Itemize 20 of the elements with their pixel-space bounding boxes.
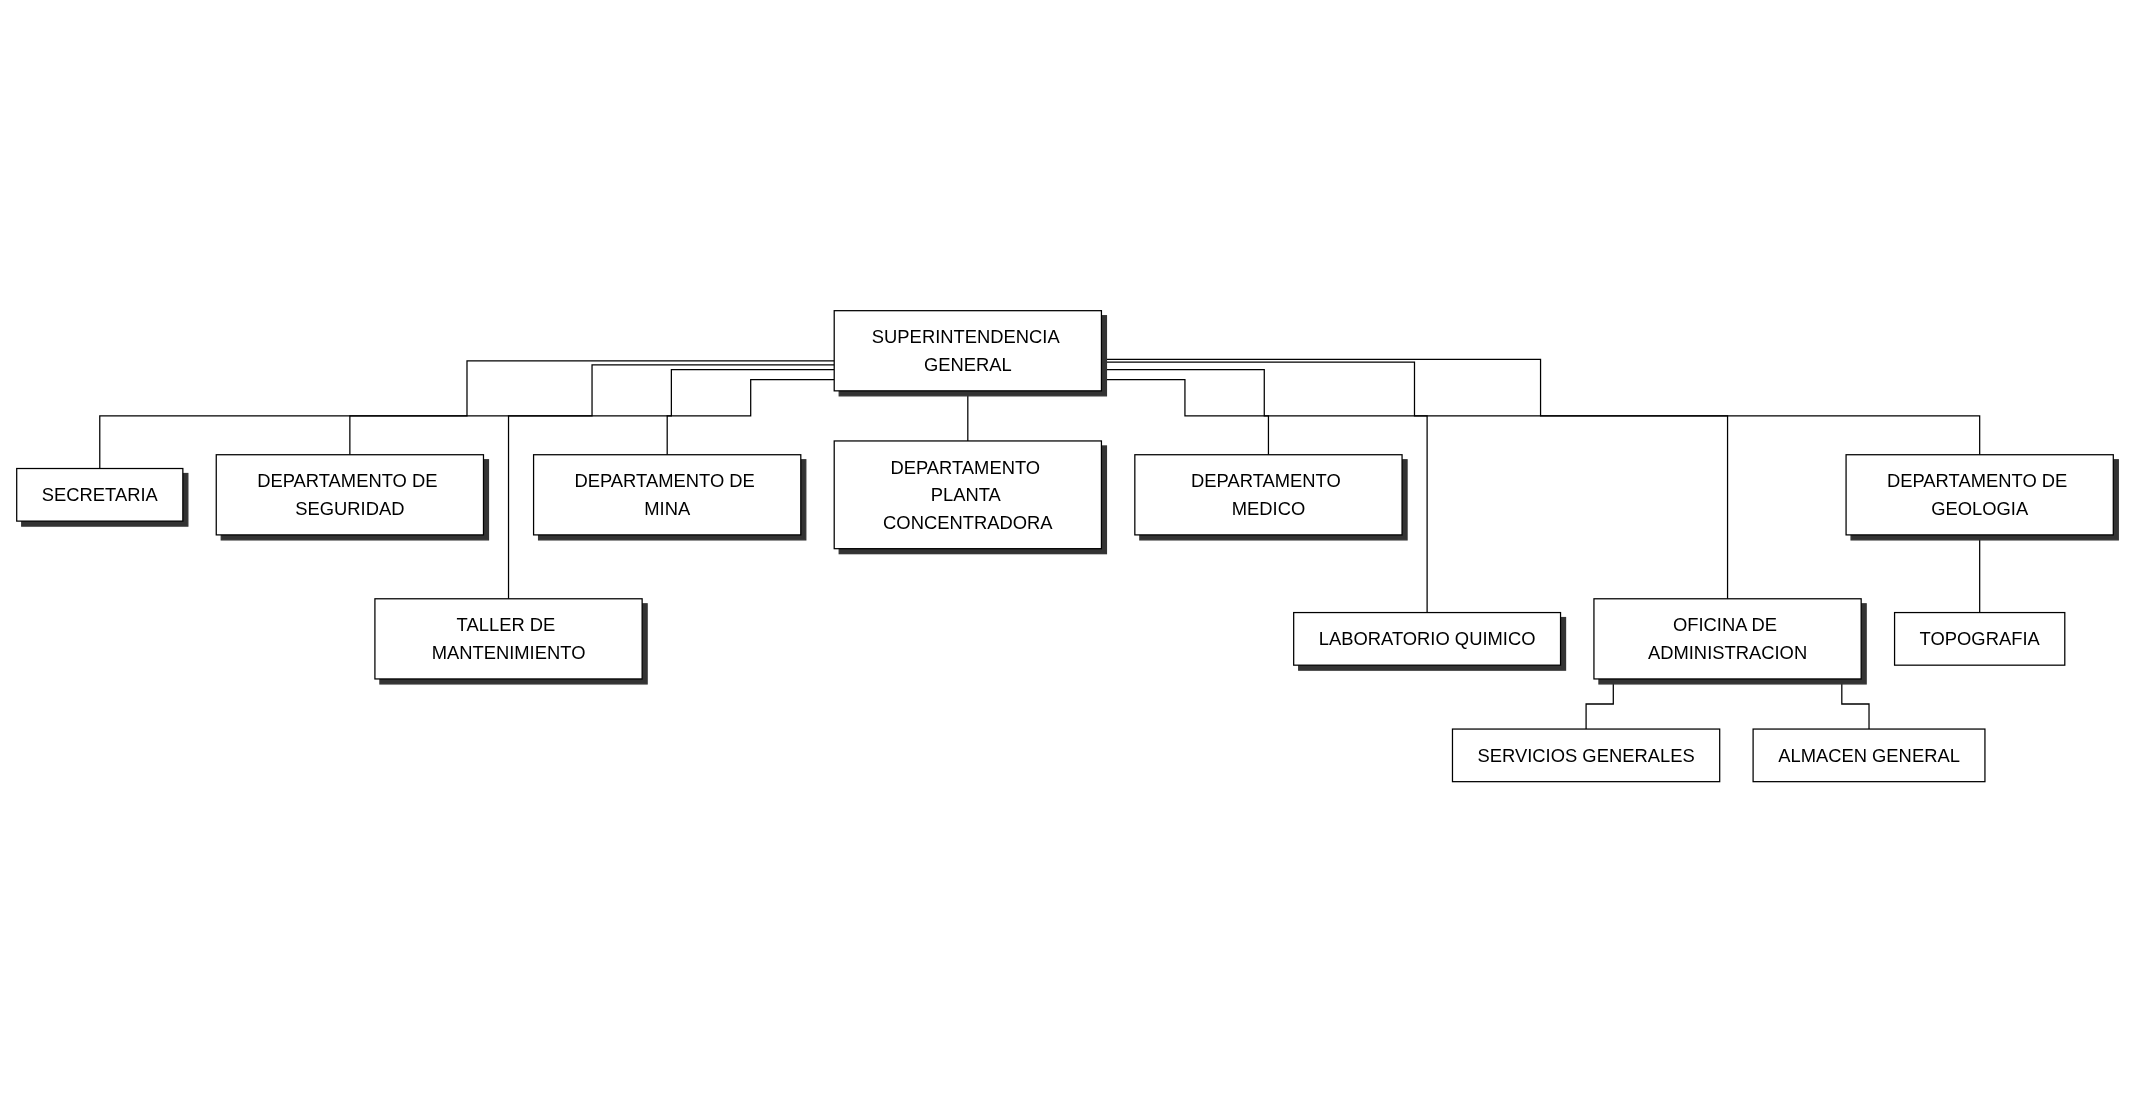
org-chart: SUPERINTENDENCIA GENERAL SECRETARIA DEPARTAMENTO DE SEGURIDAD DEPARTAMENTO DE GEOLOGIA DEPARTAMENTO DE MINA DEPARTAMENTO PLANTA CONCENTRADORA DEPARTAMENTO MEDICO TALLER DE MANTENIMIENTO LABORATORIO QUIMICO OFICINA DE ADMINISTRACION SERVICIOS GENERALES TOPOGRAFIA ALMACEN GENERAL	[10, 304, 2120, 789]
connector	[967, 390, 969, 442]
node-box	[1845, 454, 2114, 536]
node-box	[1752, 728, 1986, 783]
node-box	[1451, 728, 1721, 783]
node-box	[215, 454, 485, 536]
node-box	[833, 310, 1103, 392]
node-box	[833, 440, 1103, 550]
connector	[1979, 534, 1981, 614]
node-box	[1134, 454, 1403, 536]
node-box	[1293, 612, 1562, 667]
node-box	[532, 454, 802, 536]
node-box	[16, 468, 184, 523]
node-box	[374, 598, 643, 680]
node-box	[1893, 612, 2066, 667]
node-box	[1593, 598, 1862, 680]
connector	[349, 364, 835, 456]
connector	[666, 379, 835, 456]
connector	[507, 369, 835, 600]
connector	[99, 360, 835, 470]
